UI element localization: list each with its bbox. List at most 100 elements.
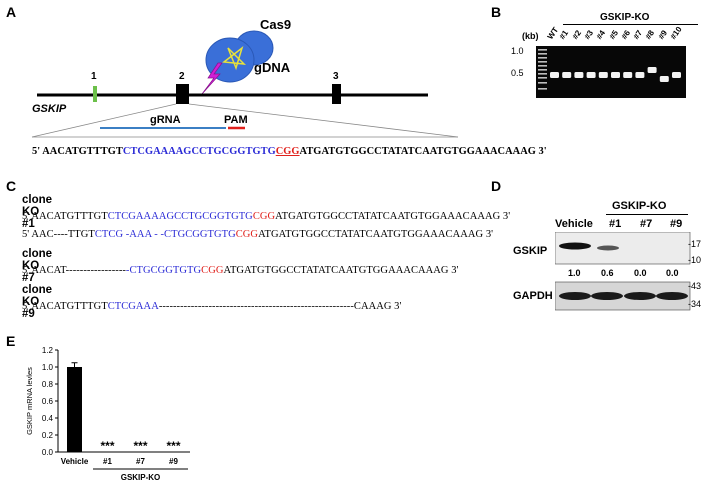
gel-lane-label: #1	[557, 28, 571, 41]
sequence-segment: ATGATGTGGCCTATATCAATGTGGAAACAAAG 3'	[258, 229, 494, 240]
clone-sequence-line: 5' AACATGTTTGTCTCGAAA-------------------…	[22, 301, 401, 312]
gel-lane-label: #10	[668, 24, 684, 41]
exon-2-label: 2	[179, 71, 185, 82]
western-blot	[555, 232, 691, 311]
sequence-segment: ATGATGTGGCCTATATCAATGTGGAAACAAAG 3'	[275, 211, 511, 222]
seq-guide: CTCGAAAAGCCTGCGGTGTG	[122, 146, 276, 157]
exon-3	[332, 84, 341, 104]
wb-lane-1: #1	[609, 218, 622, 230]
y-axis-label: GSKIP mRNA levles	[25, 367, 34, 435]
grna-label: gRNA	[150, 114, 181, 126]
significance-label: ***	[166, 439, 180, 453]
panel-label-a: A	[6, 4, 17, 20]
panel-label-e: E	[6, 333, 16, 349]
sequence-segment: CGG	[252, 211, 276, 222]
wb-band-gapdh-vehicle	[559, 292, 591, 300]
exon-3-label: 3	[333, 71, 339, 82]
sequence-segment: CTCG -AAA - -CTGCGGTGTG	[94, 229, 236, 240]
y-tick-label: 0.2	[42, 431, 54, 440]
gel-lane-label: #4	[594, 28, 608, 41]
clone-title: clone KO #9	[22, 284, 53, 320]
group-label: GSKIP-KO	[121, 473, 161, 482]
wb-quant-vehicle: 1.0	[568, 268, 581, 278]
zoom-line-right	[188, 103, 459, 138]
gel-ladder-band	[538, 57, 547, 59]
grna-star-icon	[222, 45, 247, 71]
x-tick-label: Vehicle	[61, 457, 89, 466]
y-tick-label: 0.4	[42, 414, 54, 423]
bar	[67, 367, 82, 452]
gel-band	[562, 72, 572, 78]
target-sequence: 5' AACATGTTTGTCTCGAAAAGCCTGCGGTGTGCGGATG…	[32, 146, 547, 157]
sequence-segment: 5' AAC----TTGT	[22, 229, 95, 240]
gel-band	[659, 76, 669, 82]
sequence-segment: ----------------------------------------…	[158, 301, 402, 312]
y-tick-label: 0.0	[42, 448, 54, 457]
gel-ladder-band	[538, 77, 547, 79]
wb-band-gapdh-9	[656, 292, 688, 300]
seq-prefix: 5' AACATGTTTGT	[32, 146, 123, 157]
gel-band	[623, 72, 633, 78]
gel-lane-label: #9	[656, 28, 669, 41]
gel-band	[672, 72, 681, 78]
wb-lane-7: #7	[640, 218, 653, 230]
wb-marker-34: ‑34	[688, 299, 702, 309]
kb-label: (kb)	[522, 31, 539, 41]
gene-name: GSKIP	[32, 103, 67, 115]
wb-band-gapdh-1	[591, 292, 623, 300]
clone-sequence-line: 5' AACAT------------------CTGCGGTGTGCGGA…	[22, 265, 458, 276]
gel-ladder-band	[538, 53, 547, 55]
gel-band	[635, 72, 645, 78]
gel-ladder-band	[538, 82, 547, 84]
zoom-line-left	[31, 103, 177, 138]
sequence-segment: 5' AACATGTTTGT	[22, 301, 108, 312]
gel-ladder	[538, 49, 547, 90]
y-tick-label: 0.8	[42, 380, 54, 389]
x-tick-label: #7	[136, 457, 145, 466]
gdna-label: gDNA	[254, 60, 291, 75]
cas9-label: Cas9	[260, 17, 292, 32]
gel-band	[586, 72, 596, 78]
y-tick-label: 1.2	[42, 346, 54, 355]
gel-ladder-band	[538, 88, 547, 90]
wb-row-gskip: GSKIP	[513, 245, 548, 257]
panel-a-diagram	[31, 30, 459, 138]
gel-ladder-band	[538, 73, 547, 75]
cut-lightning-icon	[201, 62, 223, 95]
clone-title: clone KO #1	[22, 194, 53, 230]
sequence-segment: 5' AACAT-----------------	[22, 265, 126, 276]
gel-lane-label: #3	[582, 28, 595, 41]
sequence-segment: ATGATGTGGCCTATATCAATGTGGAAACAAAG 3'	[223, 265, 459, 276]
x-tick-label: #1	[103, 457, 112, 466]
gel-ladder-band	[538, 65, 547, 67]
gel-lane-label: #8	[644, 28, 657, 41]
x-tick-label: #9	[169, 457, 178, 466]
sequence-segment: -CTGCGGTGTG	[125, 265, 202, 276]
clone-title: clone KO #7	[22, 248, 53, 284]
significance-label: ***	[133, 439, 147, 453]
gel-image	[536, 46, 686, 98]
seq-suffix: ATGATGTGGCCTATATCAATGTGGAAACAAAG 3'	[299, 146, 547, 157]
gel-tick-05: 0.5	[511, 68, 524, 78]
exon-1	[93, 86, 97, 102]
wb-quant-9: 0.0	[666, 268, 679, 278]
wb-band-gapdh-7	[624, 292, 656, 300]
exon-1-label: 1	[91, 71, 97, 82]
sequence-segment: CGG	[235, 229, 259, 240]
significance-label: ***	[100, 439, 114, 453]
wb-quant-1: 0.6	[601, 268, 614, 278]
gel-lane-label: #5	[607, 28, 620, 41]
wb-row-gapdh: GAPDH	[513, 290, 553, 302]
gel-band	[598, 72, 608, 78]
wb-quant-7: 0.0	[634, 268, 647, 278]
gel-band	[550, 72, 559, 78]
gel-group-line	[563, 24, 698, 25]
sequence-segment: CGG	[201, 265, 224, 276]
wb-group-line	[606, 214, 688, 215]
wb-marker-10: ‑10	[688, 255, 702, 265]
gel-tick-1: 1.0	[511, 46, 524, 56]
wb-marker-43: ‑43	[688, 281, 702, 291]
y-tick-label: 0.6	[42, 397, 54, 406]
gel-ladder-band	[538, 69, 547, 71]
